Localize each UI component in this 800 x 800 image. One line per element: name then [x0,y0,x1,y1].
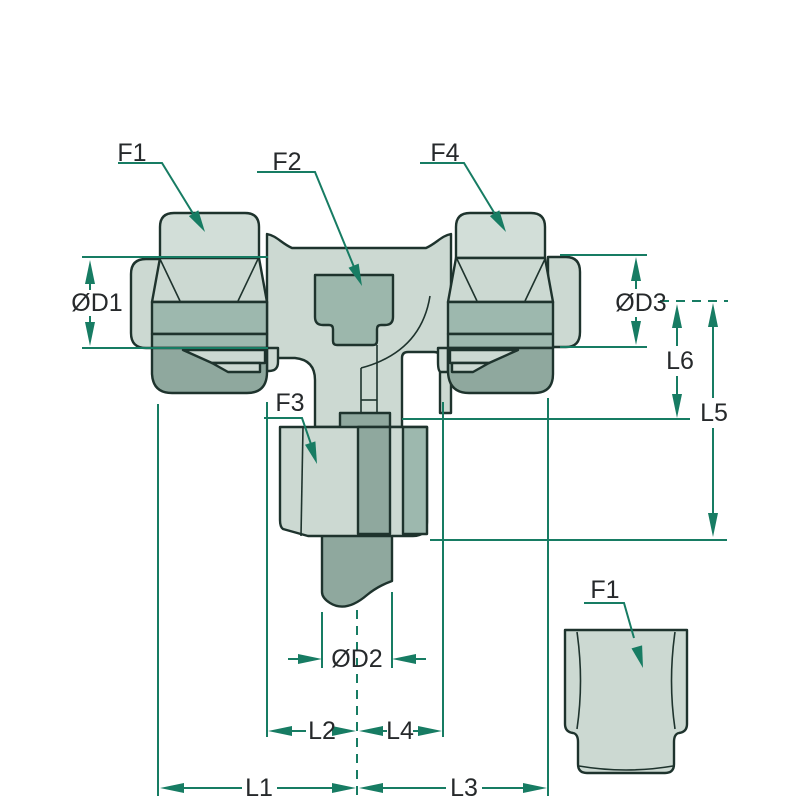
body-section-block [313,273,395,347]
bottom-tube-section [356,425,392,536]
dimension-od1: ØD1 [71,260,123,346]
detail-nut-view [563,628,689,775]
dimension-od2: ØD2 [288,645,426,673]
dimension-l6: L6 [666,304,694,418]
extension-lines [82,254,728,796]
f4-label: F4 [430,139,459,167]
dimension-l1: L1 [160,774,356,800]
dimension-od3: ØD3 [615,257,667,345]
bottom-tube-stub [320,518,394,608]
f2-label: F2 [272,148,301,176]
l1-label: L1 [245,774,273,800]
od2-label: ØD2 [331,645,382,673]
l3-label: L3 [450,774,478,800]
l4-label: L4 [386,717,414,745]
dimension-l2: L2 [268,717,356,745]
callout-f1-detail: F1 [584,576,643,668]
branch-tube-section [338,411,392,430]
l2-label: L2 [308,717,336,745]
callout-f3: F3 [264,389,317,464]
bottom-nut [278,425,429,538]
od3-label: ØD3 [615,289,666,317]
f1-label: F1 [117,139,146,167]
dimension-l4: L4 [359,717,442,745]
f1-detail-label: F1 [590,576,619,604]
callout-f4: F4 [420,139,506,232]
l6-label: L6 [666,347,694,375]
left-nut [150,211,280,395]
od1-label: ØD1 [71,289,122,317]
callout-f1: F1 [117,139,205,232]
left-nut-flange [265,346,280,373]
dimension-l5: L5 [700,303,728,537]
right-nut [436,211,555,395]
dimension-l3: L3 [359,774,547,800]
l5-label: L5 [700,399,728,427]
tee-body [265,232,453,430]
callout-f2: F2 [257,148,362,286]
bottom-nut-section [401,425,429,536]
right-nut-flange [436,346,450,374]
f3-label: F3 [275,389,304,417]
